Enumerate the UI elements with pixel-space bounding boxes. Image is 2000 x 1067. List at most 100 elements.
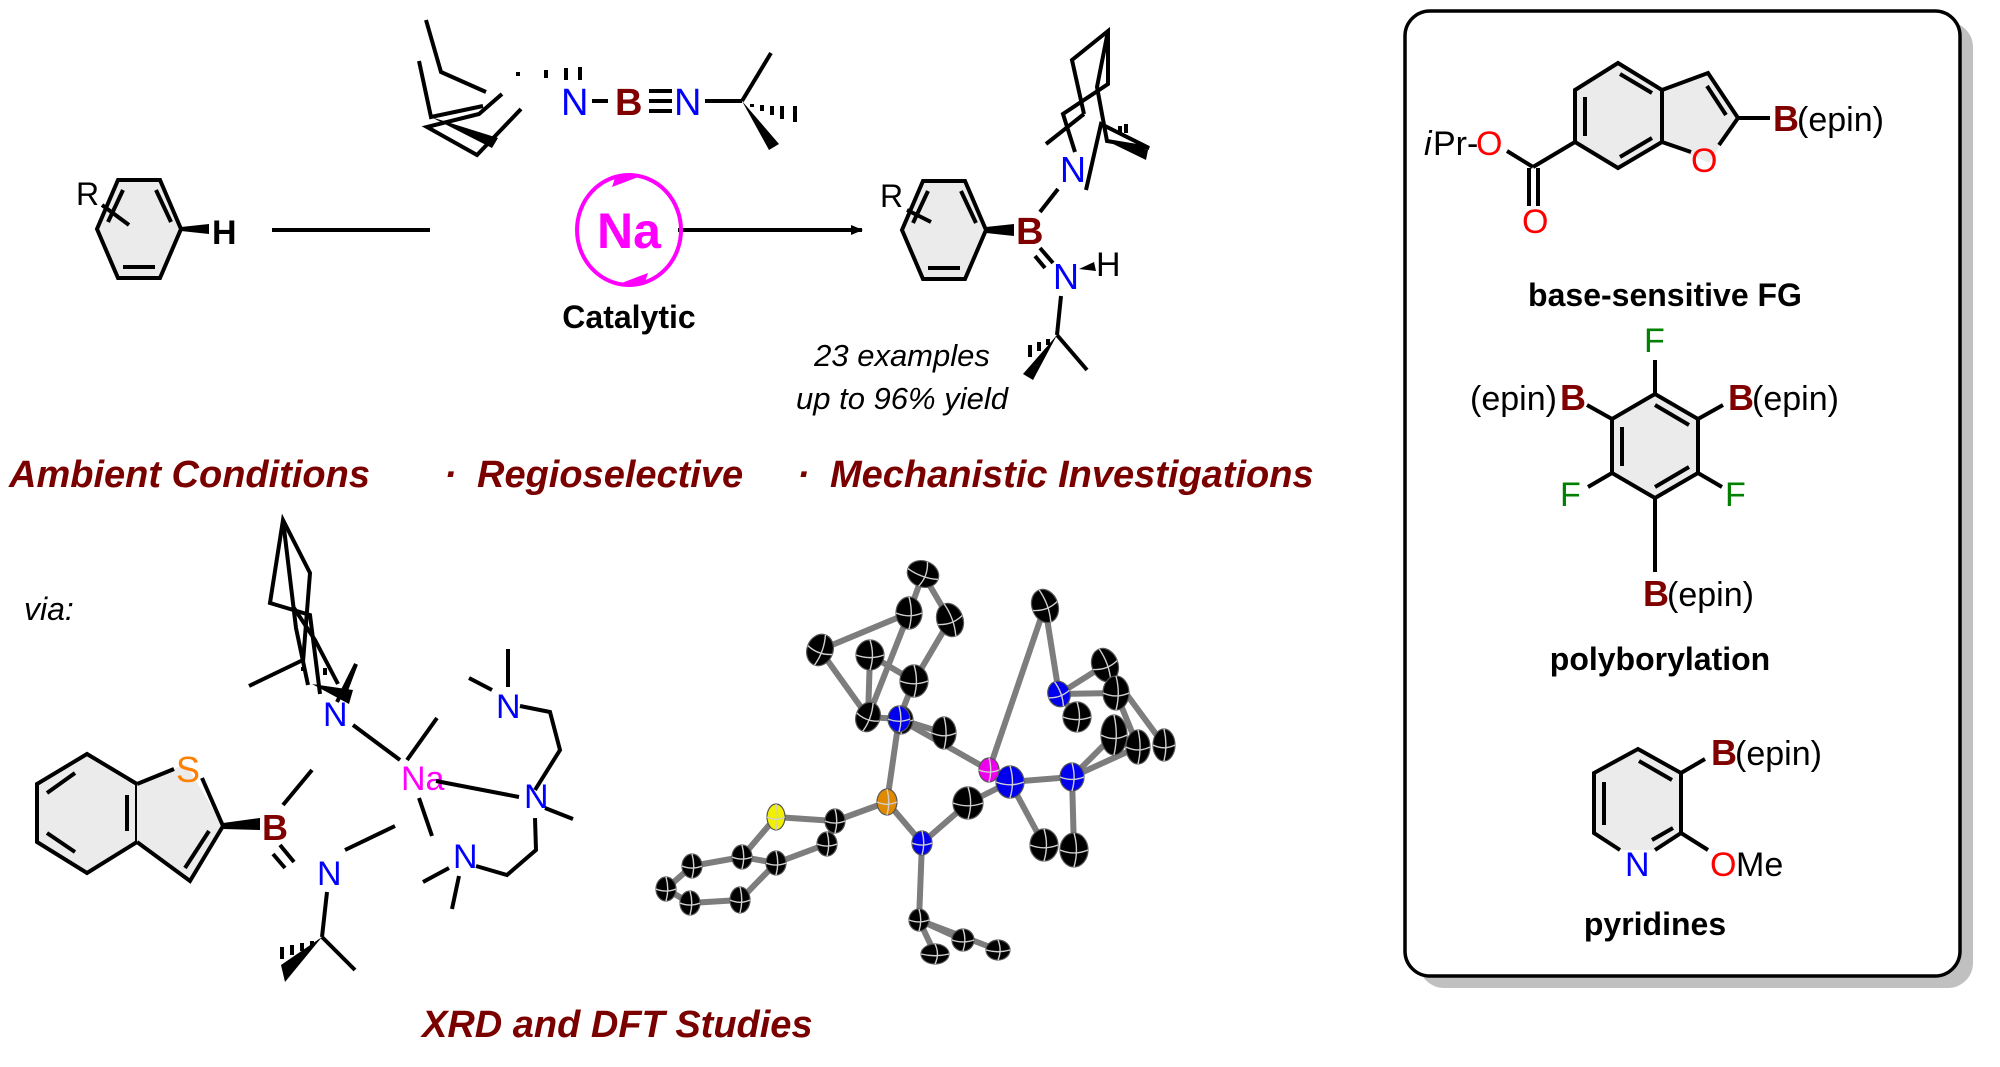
double-bond [1638, 759, 1673, 782]
ring-fill [1662, 73, 1738, 163]
thiophene-bond [135, 777, 226, 884]
b-bottom-label: B [1643, 573, 1669, 614]
tagline-regioselective: Regioselective [477, 454, 743, 496]
amide-n-label: N [323, 696, 348, 734]
sodium-catalytic-cycle: Na Catalytic [562, 173, 696, 335]
furan-o-label: O [1691, 142, 1717, 180]
ethylene-bond [519, 704, 563, 792]
ortep-atom-c [906, 560, 940, 588]
arene-ring [1610, 391, 1700, 501]
h-label: H [212, 214, 237, 252]
intermediate-b-label: B [262, 807, 288, 848]
hashed-bond [301, 667, 327, 675]
wedge-bond [223, 818, 260, 830]
double-bond [45, 771, 77, 795]
pyridine-epin-label: (epin) [1735, 735, 1822, 773]
na-n-bond [405, 716, 439, 762]
reagent-b-label: B [615, 82, 642, 124]
reagent-bond [417, 60, 484, 120]
ortep-atom-c [765, 850, 787, 876]
methyl-bond [544, 806, 574, 821]
b-n-bond [281, 768, 314, 807]
f-top-label: F [1644, 322, 1665, 360]
intermediate-bond [281, 519, 310, 686]
ortep-atom-c [679, 890, 701, 916]
ester-bond [1531, 140, 1577, 169]
b-n-bond [1038, 187, 1060, 214]
sodium-intermediate: via: S B N N [24, 513, 574, 982]
b-n-double-bond [1038, 246, 1055, 265]
reagent-bond [740, 51, 773, 103]
ortep-atom-s [766, 803, 786, 831]
ortep-bond [916, 840, 925, 923]
methoxy-o-label: O [1710, 846, 1736, 884]
ortep-atom-c [1102, 675, 1130, 711]
product-bond [1055, 295, 1063, 336]
tagline-row: Ambient Conditions · Regioselective · Me… [8, 454, 1314, 496]
ortep-atom-c [952, 786, 984, 820]
ortep-atom-n [1047, 680, 1071, 708]
examples-count: 23 examples [813, 338, 990, 373]
product-n2-label: N [1053, 256, 1079, 297]
ortep-atom-c [1030, 588, 1060, 624]
thiophene-bond [136, 767, 175, 786]
ortep-atom-c [920, 943, 950, 965]
isopropyl-i-label: i [1424, 125, 1433, 163]
furan-bond [1661, 140, 1692, 154]
f-right-label: F [1725, 476, 1746, 514]
substrate-scope-panel: O B (epin) O i Pr- O base-sensitive FG F… [1403, 9, 1973, 988]
product-bond [1060, 26, 1110, 153]
ortep-atom-n [1059, 762, 1085, 792]
cycle-arrowhead-icon [612, 175, 641, 187]
hashed-bond [1118, 124, 1128, 133]
double-bond [1653, 465, 1691, 489]
benzene-ring [899, 179, 989, 281]
ortep-atom-c [1029, 828, 1059, 862]
c-o-bond [1679, 831, 1710, 852]
hashed-bond [280, 941, 314, 959]
product-bond [1084, 30, 1150, 191]
double-bond [1705, 84, 1728, 117]
product-b-label: B [1016, 211, 1043, 253]
reagent-bond [424, 19, 487, 94]
via-label: via: [24, 591, 74, 627]
intermediate-bond [320, 935, 357, 972]
c-b-bond [1586, 403, 1613, 421]
ortep-atom-c [655, 876, 677, 902]
ortep-atom-c [816, 831, 838, 857]
product-r-label: R [880, 178, 903, 214]
ortep-atom-n [911, 830, 933, 856]
double-bond [1618, 136, 1654, 159]
ester-bond [1505, 149, 1535, 169]
ortep-atom-c [935, 602, 965, 638]
b-right-label: B [1728, 377, 1754, 418]
ortep-atom-c [1062, 701, 1092, 733]
na-n-bond [417, 797, 434, 837]
ethylene-bond [475, 817, 539, 878]
furan-bond [1661, 70, 1741, 147]
xrd-dft-caption: XRD and DFT Studies [420, 1004, 813, 1046]
wedge-bond [312, 684, 353, 704]
catalytic-cycle-ring [575, 173, 683, 287]
wedge-bond [742, 101, 779, 150]
wedge-bond [431, 117, 498, 148]
double-bond [911, 190, 930, 224]
methyl-label: Me [1736, 846, 1783, 884]
b-n-double-bond [271, 852, 287, 870]
product-n1-label: N [1060, 149, 1086, 190]
caption-polyborylation: polyborylation [1550, 641, 1770, 677]
epin-right-label: (epin) [1752, 380, 1839, 418]
tagline-ambient: Ambient Conditions [8, 454, 370, 496]
product-bond [1044, 112, 1086, 146]
ortep-atom-c [951, 928, 975, 952]
ortep-atom-c [985, 939, 1011, 961]
ortep-atom-c [855, 639, 885, 671]
double-bond [959, 190, 978, 224]
wedge-bond [181, 224, 209, 234]
thiophene-fill [137, 764, 223, 881]
ortep-atom-c [895, 596, 923, 630]
ortep-atom-c [908, 908, 930, 932]
b-n-double-bond [278, 843, 296, 864]
ortep-atom-c [731, 844, 753, 870]
